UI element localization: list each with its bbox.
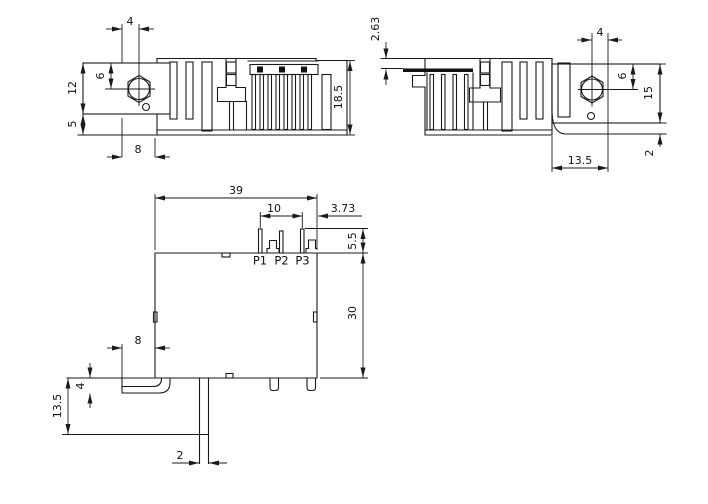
dim-label-8: 8: [135, 334, 142, 347]
pin-tab: [305, 239, 318, 254]
pilot-hole: [141, 102, 151, 112]
dim-label-13-5: 13.5: [51, 394, 64, 419]
dim-label-5: 5: [66, 121, 79, 128]
dim-label-4: 4: [597, 26, 604, 39]
body-outline: [154, 252, 318, 379]
side-view-left: 4 6 12 5 8 18.5: [66, 15, 355, 160]
contact-bar: [403, 68, 473, 72]
side-tab: [411, 74, 426, 88]
dim-label-8: 8: [135, 143, 142, 156]
pin-p1: [257, 228, 263, 254]
mounting-flange: [82, 62, 171, 115]
bottom-pin: [306, 377, 317, 392]
pin-label-p1: P1: [253, 254, 267, 268]
contact-square: [301, 66, 307, 73]
dim-label-2: 2: [643, 150, 656, 157]
side-view-right: 2.63 4 6 15 2 13.5: [369, 17, 667, 172]
body-outline: [380, 57, 553, 136]
dim-label-13-5: 13.5: [568, 154, 593, 167]
dim-label-4: 4: [127, 15, 134, 28]
dim-label-4: 4: [74, 383, 87, 390]
contact-square: [279, 66, 285, 73]
left-notch: [152, 311, 158, 323]
bottom-notch: [225, 372, 234, 379]
dim-label-12: 12: [66, 81, 79, 95]
bracket-outline: [121, 377, 171, 394]
top-notch: [221, 252, 231, 258]
dim-label-15: 15: [642, 86, 655, 100]
pin-label-p3: P3: [295, 254, 309, 268]
pin-p3: [299, 228, 305, 254]
dim-label-3-73: 3.73: [331, 202, 356, 215]
pin-tab: [266, 239, 280, 254]
dim-label-5-5: 5.5: [346, 232, 359, 250]
bottom-pin: [269, 377, 280, 392]
dim-label-18-5: 18.5: [332, 85, 345, 110]
dim-label-30: 30: [346, 306, 359, 320]
flange-foot: [551, 109, 667, 135]
contact-square: [257, 66, 263, 73]
right-notch: [312, 311, 318, 323]
pin-p2: [278, 230, 284, 254]
dim-label-6: 6: [616, 73, 629, 80]
dim-label-2: 2: [177, 449, 184, 462]
dim-label-2-63: 2.63: [369, 17, 382, 42]
pilot-hole: [586, 111, 596, 121]
front-view: P1 P2 P3 39 10 3.73 5.5 30: [51, 184, 368, 466]
pin-label-p2: P2: [274, 254, 288, 268]
bracket-inner: [121, 377, 163, 388]
dim-label-6: 6: [94, 73, 107, 80]
dim-label-39: 39: [229, 184, 243, 197]
dim-label-10: 10: [267, 202, 281, 215]
